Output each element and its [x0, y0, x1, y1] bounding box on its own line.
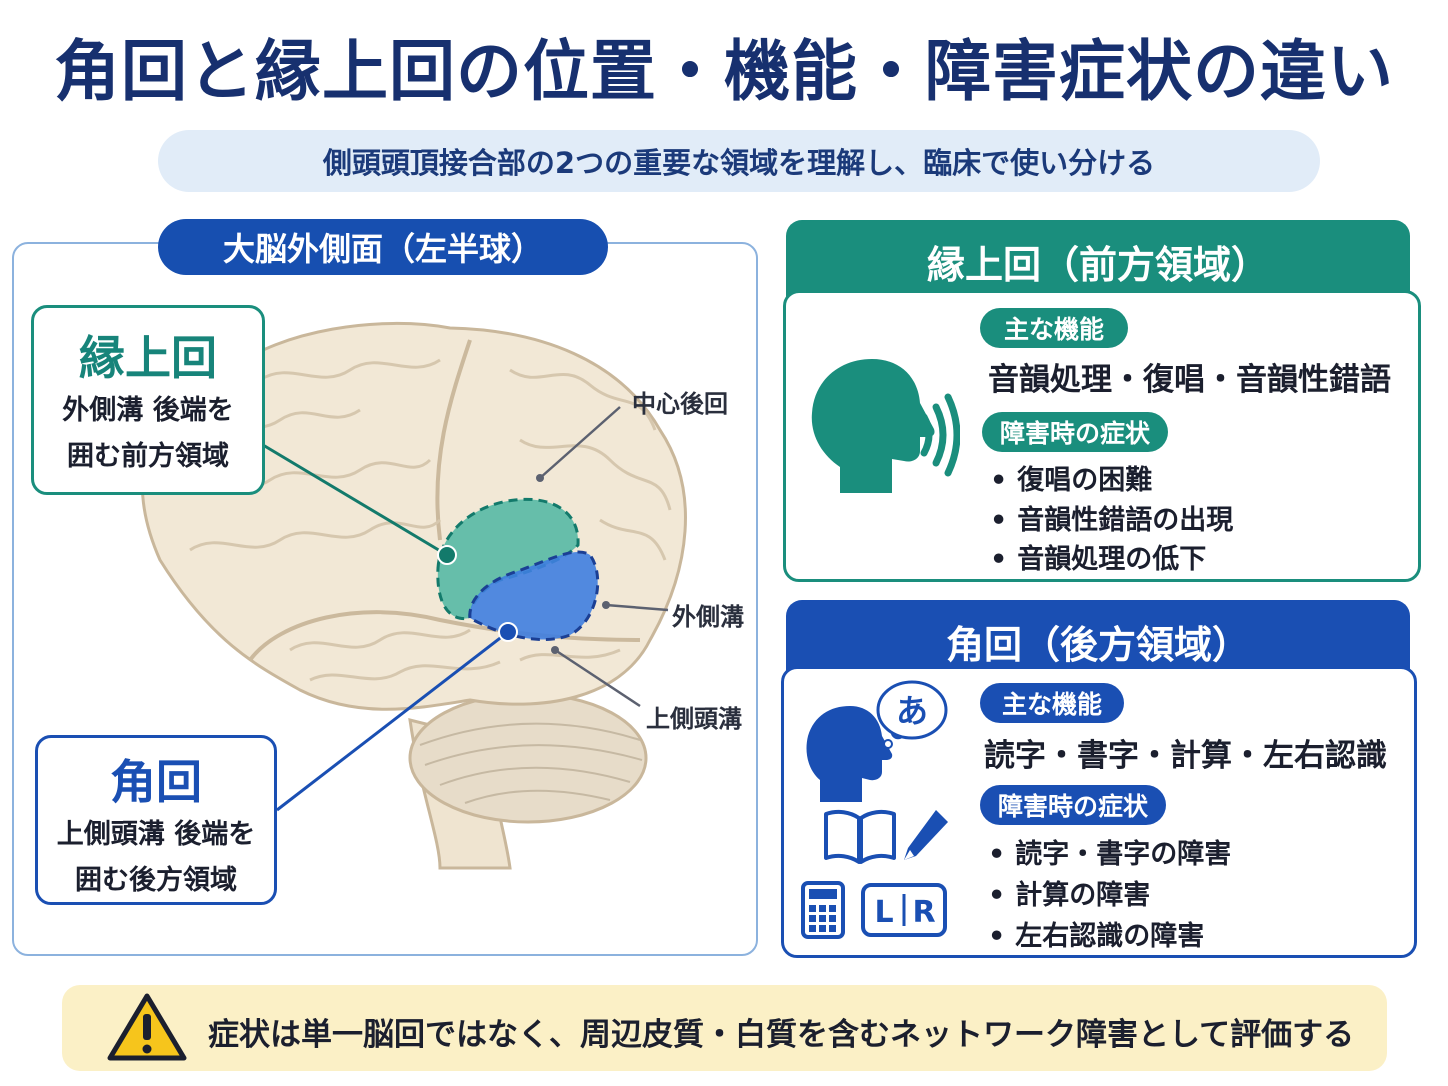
smg-symptom-label: 障害時の症状: [982, 412, 1168, 452]
brain-panel-header: 大脳外側面（左半球）: [158, 219, 608, 275]
left-right-icon: L R: [861, 883, 947, 937]
warning-banner: [62, 985, 1387, 1071]
ag-symptom-3-text: 左右認識の障害: [1015, 921, 1205, 952]
ag-symptom-1-text: 読字・書字の障害: [1015, 839, 1232, 870]
ag-functions: 読字・書字・計算・左右認識: [984, 738, 1387, 774]
lr-right-char: R: [912, 895, 935, 930]
brain-illustration: [140, 321, 687, 870]
smg-panel-title: 縁上回（前方領域）: [786, 220, 1410, 300]
smg-symptom-2: •音韻性錯語の出現: [990, 505, 1234, 536]
smg-callout: 縁上回 外側溝 後端を 囲む前方領域: [31, 305, 265, 495]
ag-callout-desc-2: 囲む後方領域: [75, 865, 237, 896]
ag-symptom-2-text: 計算の障害: [1015, 880, 1151, 911]
smg-symptom-1: •復唱の困難: [990, 465, 1153, 496]
ag-callout: 角回 上側頭溝 後端を 囲む後方領域: [35, 735, 277, 905]
smg-function-label: 主な機能: [980, 308, 1128, 348]
smg-callout-desc-2: 囲む前方領域: [67, 441, 229, 472]
pencil-icon: [904, 810, 948, 860]
subtitle-banner: 側頭頭頂接合部の2つの重要な領域を理解し、臨床で使い分ける: [158, 130, 1320, 192]
ag-symptom-3: •左右認識の障害: [988, 921, 1205, 952]
warning-text: 症状は単一脳回ではなく、周辺皮質・白質を含むネットワーク障害として評価する: [208, 1017, 1355, 1053]
ag-symptom-1: •読字・書字の障害: [988, 839, 1232, 870]
smg-callout-name: 縁上回: [79, 331, 217, 385]
thought-char: あ: [896, 692, 928, 730]
smg-symptom-1-text: 復唱の困難: [1017, 465, 1153, 496]
label-superior-temporal-sulcus: 上側頭溝: [646, 705, 742, 733]
smg-callout-desc-1: 外側溝 後端を: [62, 395, 234, 426]
speaking-head-icon: [811, 359, 960, 493]
ag-region: [468, 550, 600, 641]
smg-symptom-3-text: 音韻処理の低下: [1017, 544, 1207, 575]
calculator-icon: [801, 881, 845, 939]
thinking-head-icon: あ: [806, 680, 948, 802]
book-icon: [824, 809, 896, 864]
ag-callout-desc-1: 上側頭溝 後端を: [56, 819, 256, 850]
ag-function-label: 主な機能: [980, 683, 1124, 723]
label-postcentral-gyrus: 中心後回: [632, 390, 728, 418]
ag-symptom-2: •計算の障害: [988, 880, 1151, 911]
smg-symptom-3: •音韻処理の低下: [990, 544, 1207, 575]
smg-symptom-2-text: 音韻性錯語の出現: [1017, 505, 1234, 536]
ag-callout-name: 角回: [110, 755, 202, 809]
warning-icon: [107, 993, 187, 1061]
ag-symptom-label: 障害時の症状: [980, 785, 1166, 825]
page-title: 角回と縁上回の位置・機能・障害症状の違い: [54, 33, 1394, 110]
smg-functions: 音韻処理・復唱・音韻性錯語: [988, 362, 1391, 398]
label-lateral-sulcus: 外側溝: [672, 603, 744, 631]
lr-left-char: L: [874, 895, 893, 930]
